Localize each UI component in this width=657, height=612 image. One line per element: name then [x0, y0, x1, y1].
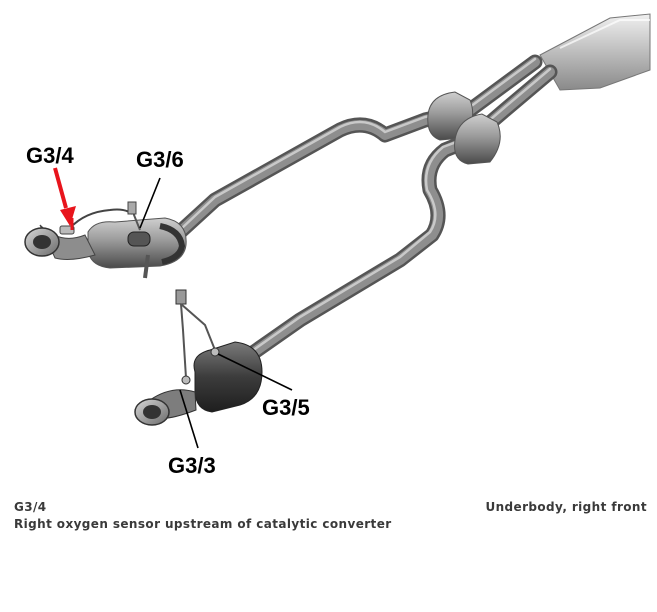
inlet-flange-lower [134, 389, 197, 426]
callout-g3-4: G3/4 [26, 143, 74, 168]
oxygen-sensor-g3-4 [59, 208, 133, 235]
rear-muffler [539, 13, 651, 91]
component-code: G3/4 [14, 500, 47, 514]
upper-exhaust-pipe [172, 54, 543, 240]
oxygen-sensor-g3-6 [127, 201, 141, 231]
front-catalytic-converter-upper [87, 217, 187, 279]
inlet-flange-upper [24, 224, 96, 260]
callout-g3-6: G3/6 [136, 147, 184, 172]
exhaust-system-diagram: G3/4 G3/6 G3/5 G3/3 [24, 13, 651, 478]
callout-g3-5: G3/5 [262, 395, 310, 420]
oxygen-sensor-wiring-lower [175, 289, 220, 385]
leader-line-g3-3 [179, 389, 199, 449]
view-location: Underbody, right front [485, 500, 647, 514]
leader-line-g3-6 [139, 177, 161, 229]
component-description: Right oxygen sensor upstream of catalyti… [14, 517, 392, 531]
leader-line-g3-5 [217, 353, 293, 391]
callout-g3-3: G3/3 [168, 453, 216, 478]
front-catalytic-converter-lower [193, 341, 263, 413]
center-catalytic-converter-lower [454, 113, 501, 165]
highlight-arrow [53, 167, 76, 226]
lower-exhaust-pipe [242, 64, 558, 363]
